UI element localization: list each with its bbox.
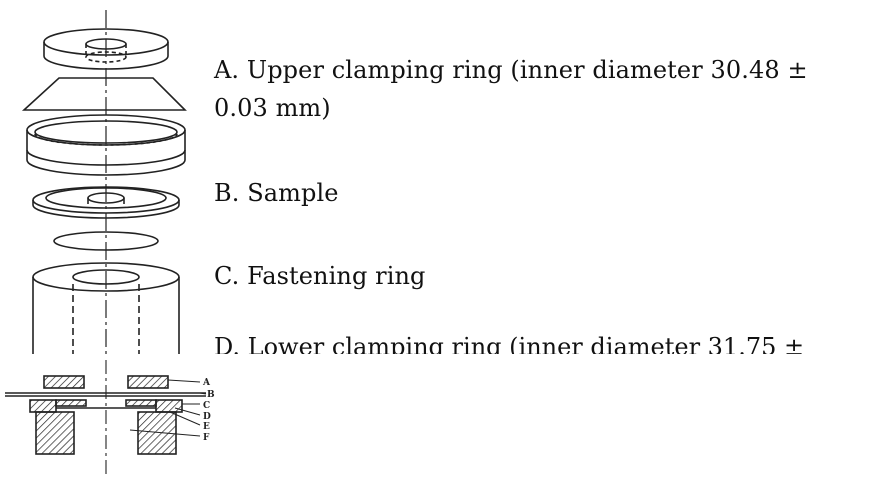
legend-item-a: A. Upper clamping ring (inner diameter 3… [214, 56, 808, 84]
legend-item-b: B. Sample [214, 179, 339, 207]
legend-item-a-continued: 0.03 mm) [214, 94, 331, 122]
callout-c: C [203, 401, 210, 411]
base-cylinder-part [32, 262, 180, 354]
callout-d: D [203, 412, 211, 422]
callout-b: B [207, 390, 215, 400]
gasket-part [53, 231, 159, 251]
cross-section-view [5, 360, 207, 476]
lower-clamping-ring-part [32, 186, 180, 219]
callout-a: A [202, 378, 211, 388]
callout-labels: A B C D E F [202, 378, 215, 443]
legend-item-d-clipped: D. Lower clamping ring (inner diameter 3… [214, 330, 887, 354]
callout-e: E [203, 422, 210, 432]
legend-item-c: C. Fastening ring [214, 262, 426, 290]
callout-f: F [203, 433, 210, 443]
sample-sheet-part [21, 77, 187, 111]
fastening-ring-part [26, 114, 186, 176]
upper-clamping-ring-part [43, 28, 169, 70]
legend-item-d: D. Lower clamping ring (inner diameter 3… [214, 333, 805, 354]
